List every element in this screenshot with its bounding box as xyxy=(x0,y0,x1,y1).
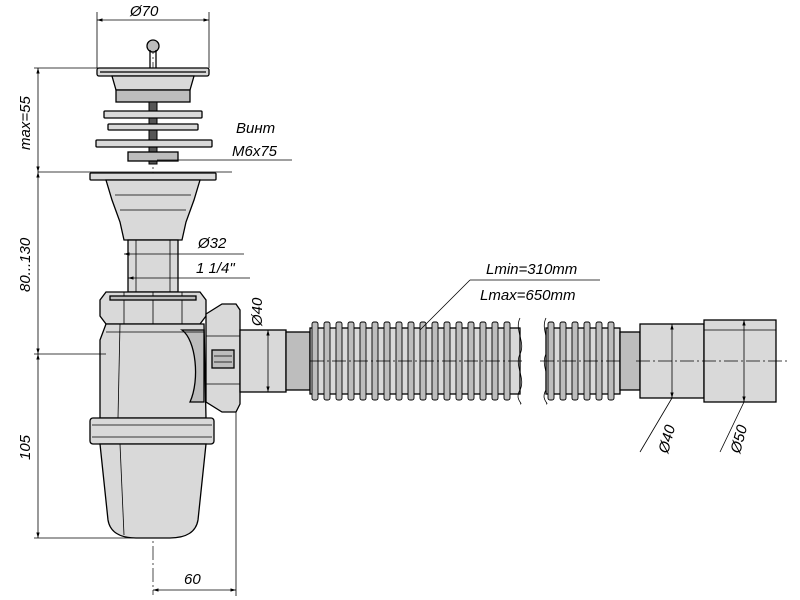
label-105: 105 xyxy=(17,434,34,460)
break-line-left xyxy=(517,317,523,405)
label-d32: Ø32 xyxy=(197,235,227,252)
label-thread: 1 1/4" xyxy=(196,260,235,277)
screw-rod xyxy=(148,101,158,165)
label-60: 60 xyxy=(184,571,201,588)
label-d50: Ø50 xyxy=(727,423,751,456)
label-max55: max=55 xyxy=(17,96,34,150)
corrugated-hose-right xyxy=(540,321,621,401)
side-outlet-nut xyxy=(205,303,241,413)
label-d70: Ø70 xyxy=(129,3,159,20)
dim-thread: 1 1/4" xyxy=(128,260,250,280)
label-d40-right: Ø40 xyxy=(655,423,679,456)
label-screw-size: M6x75 xyxy=(232,143,278,160)
outlet-funnel xyxy=(89,172,217,293)
dim-length: Lmin=310mm Lmax=650mm xyxy=(419,261,600,331)
connector-pipe xyxy=(239,329,287,393)
gaskets xyxy=(95,110,213,162)
dim-max55: max=55 xyxy=(17,67,100,172)
label-d40-left: Ø40 xyxy=(249,297,266,327)
label-80-130: 80...130 xyxy=(17,237,34,292)
dim-d32: Ø32 xyxy=(124,235,244,256)
hose-coupling xyxy=(285,331,311,391)
corrugated-hose-left xyxy=(309,321,524,401)
siphon-bottle xyxy=(89,323,215,539)
dim-d70: Ø70 xyxy=(96,3,210,68)
dim-105: 105 xyxy=(17,354,140,539)
label-lmin: Lmin=310mm xyxy=(486,261,577,278)
drain-strainer xyxy=(96,39,210,103)
label-lmax: Lmax=650mm xyxy=(480,287,575,304)
union-nut xyxy=(99,291,207,325)
dim-d40-left: Ø40 xyxy=(249,297,270,392)
dim-60: 60 xyxy=(153,412,237,596)
label-screw-name: Винт xyxy=(236,120,275,137)
dim-80-130: 80...130 xyxy=(17,172,106,355)
screw-callout: Винт M6x75 xyxy=(157,120,292,161)
